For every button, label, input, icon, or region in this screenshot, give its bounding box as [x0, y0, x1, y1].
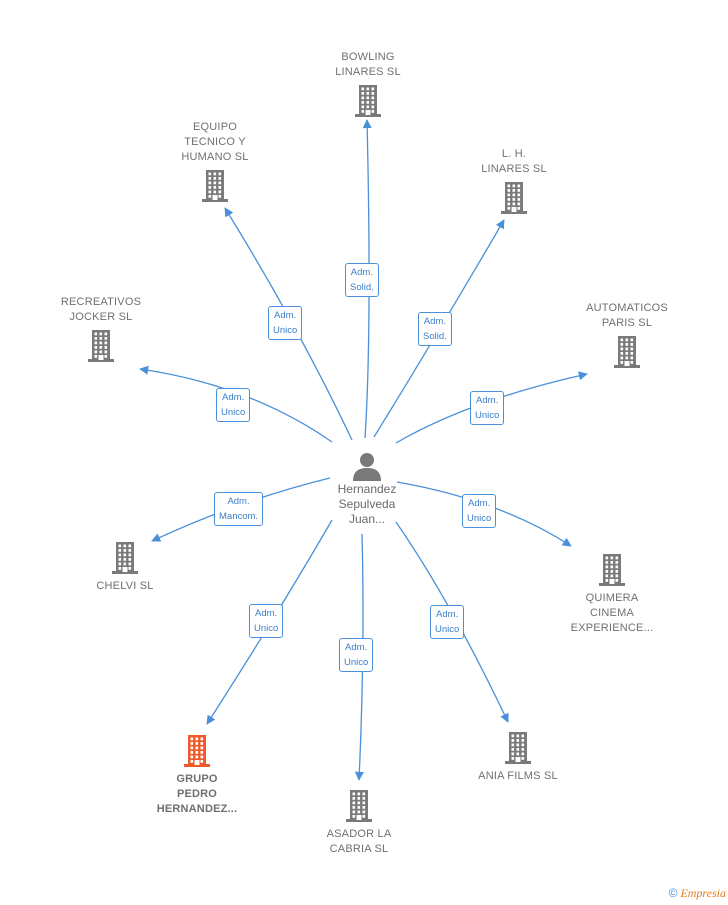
building-icon [88, 330, 114, 362]
brand-name: Empresia [680, 886, 726, 900]
company-name[interactable]: EQUIPO TECNICO Y HUMANO SL [181, 121, 249, 163]
building-icon [599, 554, 625, 586]
role-label-lh[interactable]: Adm. Solid. [418, 312, 452, 346]
company-name[interactable]: QUIMERA CINEMA EXPERIENCE... [570, 592, 654, 634]
brand-logo: ©Empresia [669, 886, 726, 901]
role-label-recreativos[interactable]: Adm. Unico [216, 388, 251, 422]
company-node-recreativos[interactable]: RECREATIVOS JOCKER SL [26, 295, 176, 363]
role-label-equipo[interactable]: Adm. Unico [268, 306, 303, 340]
building-icon [346, 790, 372, 822]
role-label-automaticos[interactable]: Adm. Unico [470, 391, 505, 425]
company-name[interactable]: BOWLING LINARES SL [335, 51, 401, 78]
role-label-ania[interactable]: Adm. Unico [430, 605, 465, 639]
building-icon [184, 735, 210, 767]
company-name[interactable]: ANIA FILMS SL [478, 770, 558, 782]
company-name[interactable]: RECREATIVOS JOCKER SL [60, 296, 142, 323]
company-name[interactable]: AUTOMATICOS PARIS SL [586, 302, 668, 329]
building-icon [202, 170, 228, 202]
company-node-ania[interactable]: ANIA FILMS SL [443, 731, 593, 784]
company-node-quimera[interactable]: QUIMERA CINEMA EXPERIENCE... [537, 553, 687, 636]
company-node-automaticos[interactable]: AUTOMATICOS PARIS SL [552, 301, 702, 369]
company-name[interactable]: ASADOR LA CABRIA SL [326, 828, 392, 855]
company-node-asador[interactable]: ASADOR LA CABRIA SL [284, 789, 434, 857]
company-name[interactable]: GRUPO PEDRO HERNANDEZ... [156, 773, 238, 815]
person-name[interactable]: Hernandez Sepulveda Juan... [337, 482, 397, 526]
edge-bowling [362, 119, 372, 439]
company-name[interactable]: CHELVI SL [96, 580, 154, 592]
building-icon [614, 336, 640, 368]
role-label-bowling[interactable]: Adm. Solid. [345, 263, 379, 297]
company-name[interactable]: L. H. LINARES SL [481, 148, 547, 175]
person-icon [353, 453, 381, 481]
copyright-icon: © [668, 886, 678, 900]
center-person[interactable]: Hernandez Sepulveda Juan... [320, 450, 414, 527]
role-label-chelvi[interactable]: Adm. Mancom. [214, 492, 264, 526]
role-label-asador[interactable]: Adm. Unico [339, 638, 374, 672]
building-icon [501, 182, 527, 214]
company-node-chelvi[interactable]: CHELVI SL [50, 541, 200, 594]
building-icon [505, 732, 531, 764]
building-icon [355, 85, 381, 117]
company-node-lh[interactable]: L. H. LINARES SL [439, 147, 589, 215]
role-label-quimera[interactable]: Adm. Unico [462, 494, 497, 528]
company-node-grupo[interactable]: GRUPO PEDRO HERNANDEZ... [122, 734, 272, 817]
company-node-bowling[interactable]: BOWLING LINARES SL [293, 50, 443, 118]
company-node-equipo[interactable]: EQUIPO TECNICO Y HUMANO SL [140, 120, 290, 203]
role-label-grupo[interactable]: Adm. Unico [249, 604, 284, 638]
building-icon [112, 542, 138, 574]
